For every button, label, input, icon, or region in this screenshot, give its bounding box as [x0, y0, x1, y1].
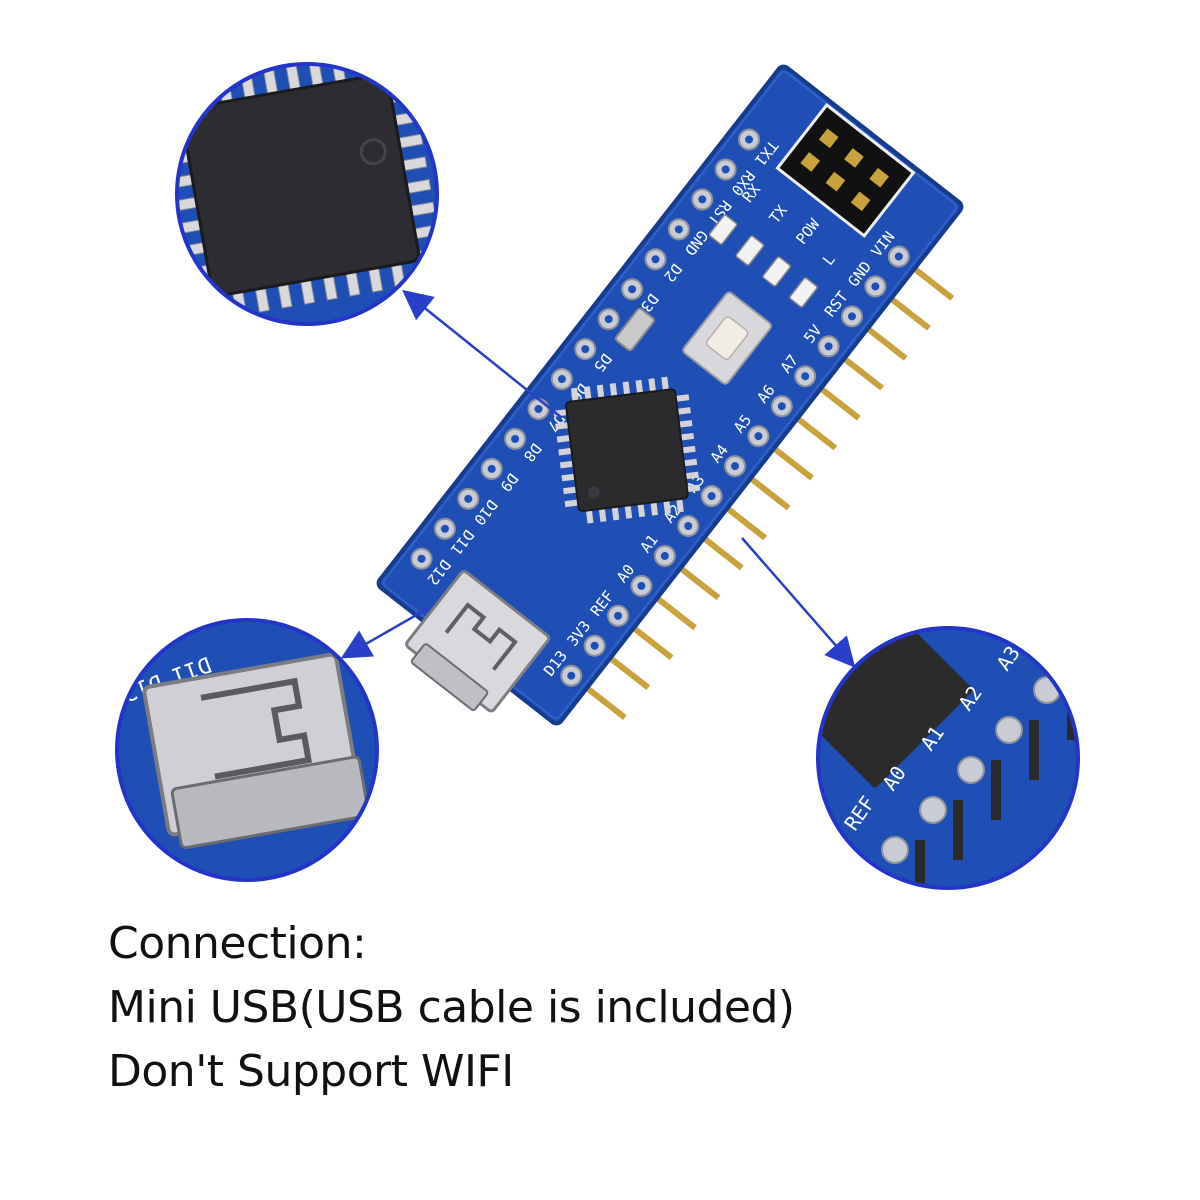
- zoom-pin-pad: [881, 836, 909, 864]
- zoom-pin-pad: [1033, 676, 1061, 704]
- crystal: [614, 307, 655, 352]
- caption-no-wifi: Don't Support WIFI: [108, 1046, 514, 1097]
- led: [708, 214, 738, 245]
- header-pin: [631, 625, 674, 661]
- microcontroller-chip: [553, 376, 701, 524]
- header-pin: [608, 655, 651, 690]
- caption-connection: Connection:: [108, 918, 367, 969]
- header-pin: [772, 446, 814, 481]
- header-pin: [795, 416, 838, 451]
- icsp-pin: [869, 167, 889, 188]
- zoom-circle-chip: [175, 62, 439, 326]
- header-pin: [678, 565, 721, 601]
- zoom-pin-pad: [919, 796, 947, 824]
- header-pin: [819, 386, 861, 421]
- icsp-header: [775, 102, 916, 238]
- icsp-pin: [825, 171, 846, 192]
- pin-pads-top: [410, 128, 761, 570]
- header-pin: [748, 476, 791, 511]
- header-pin: [725, 505, 768, 541]
- header-pin: [865, 326, 908, 361]
- zoom-pin-pad: [957, 756, 985, 784]
- icsp-pin: [818, 128, 839, 149]
- led: [762, 256, 791, 287]
- header-pins-bottom: [585, 266, 955, 720]
- icsp-pin: [800, 152, 821, 172]
- led: [735, 235, 765, 266]
- header-pin: [655, 595, 697, 631]
- header-pin: [889, 296, 931, 331]
- icsp-pin: [844, 148, 864, 168]
- callout-arrows: [340, 289, 856, 668]
- reset-button: [682, 291, 772, 385]
- header-pin: [702, 535, 744, 571]
- header-pin: [842, 356, 885, 391]
- pin-pads-bottom: [560, 245, 910, 687]
- arrow-to-usb-zoom: [340, 604, 433, 659]
- arrow-to-pins-zoom: [741, 537, 856, 668]
- zoom-pin-pad: [995, 716, 1023, 744]
- led: [789, 277, 818, 308]
- caption-mini-usb: Mini USB(USB cable is included): [108, 982, 795, 1033]
- mini-usb-connector: [405, 570, 551, 713]
- arrow-to-chip-zoom: [402, 289, 563, 419]
- header-pin: [912, 266, 955, 301]
- icsp-pin: [850, 191, 871, 212]
- header-pin: [585, 685, 627, 720]
